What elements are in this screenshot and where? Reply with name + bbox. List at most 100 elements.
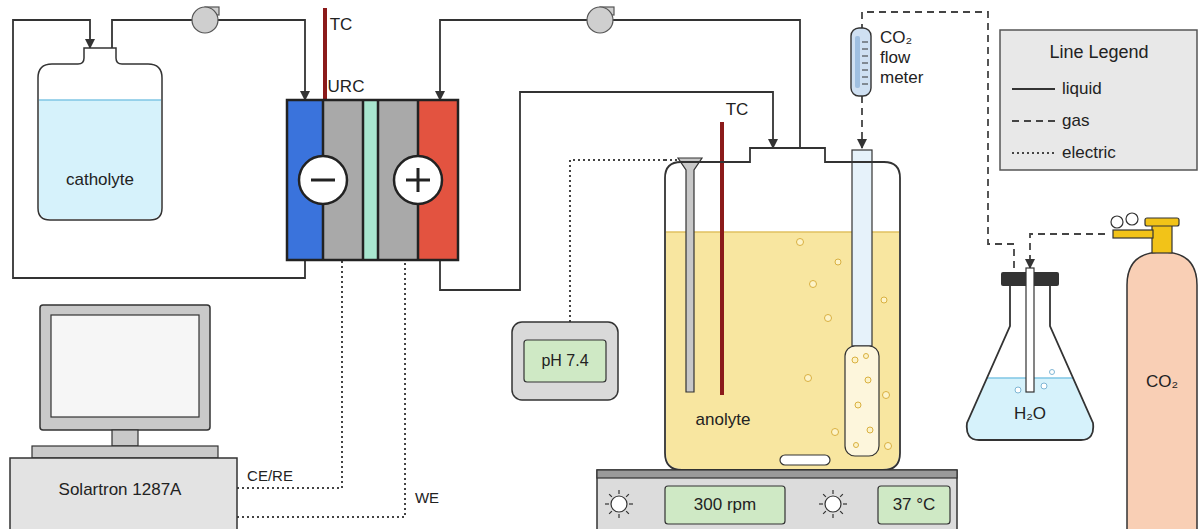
node-label: 300 rpm <box>694 495 756 515</box>
knob-tick <box>823 511 826 514</box>
plate-body <box>597 470 957 529</box>
node-label: catholyte <box>66 170 134 190</box>
ph-meter: pH 7.4 <box>512 322 618 400</box>
thermocouples <box>323 8 327 100</box>
flow-meter-tube <box>851 28 871 96</box>
node-label: CO₂ flow meter <box>880 28 938 88</box>
catholyte-bottle-shape <box>38 48 162 220</box>
knob-tick <box>609 511 612 514</box>
urc-cell: URC <box>287 100 458 260</box>
control-knob <box>611 496 627 512</box>
monitor-frame <box>40 305 210 430</box>
node-label: anolyte <box>696 410 751 430</box>
knob-tick <box>840 511 843 514</box>
legend-entry: liquid <box>1062 79 1102 99</box>
knob-tick <box>823 494 826 497</box>
node-label: URC <box>328 77 365 97</box>
monitor-screen <box>51 315 199 417</box>
stir-bar <box>780 455 830 465</box>
pressure-gauge <box>1126 213 1138 225</box>
legend-panel <box>1000 30 1197 170</box>
legend-sample-dashed <box>1012 120 1055 122</box>
urc-cell-shape <box>287 100 458 260</box>
co2-cylinder: CO₂ <box>1105 210 1200 529</box>
sparger-tube <box>852 150 872 346</box>
pump-body <box>192 7 218 33</box>
cylinder-body <box>1127 252 1197 529</box>
scale-tick <box>862 70 868 71</box>
co2-flow-meter: CO₂ flow meter <box>850 28 872 96</box>
node-label: Solartron 1287A <box>59 480 182 500</box>
connector <box>440 20 800 148</box>
meter-display <box>524 340 606 382</box>
liquid-surface <box>39 99 161 101</box>
ph-probe <box>678 158 702 392</box>
catholyte-liquid <box>39 100 161 219</box>
co2-cylinder-shape <box>1105 210 1200 529</box>
scale-tick <box>862 56 868 57</box>
plate-top <box>597 470 957 478</box>
thermocouple-label: TC <box>726 100 749 120</box>
legend-sample-dotted <box>1012 152 1055 154</box>
vessel-outline <box>665 148 900 470</box>
connector <box>13 20 305 278</box>
flow-meter-bore <box>855 36 860 88</box>
potentiostat-workstation: Solartron 1287A <box>10 305 237 529</box>
knob-tick <box>843 503 847 504</box>
connector <box>237 260 342 488</box>
temperature-display <box>878 486 950 524</box>
sparger-stone <box>845 346 879 456</box>
edge-label: WE <box>413 488 441 508</box>
connector <box>237 260 405 517</box>
minus-symbol <box>311 179 335 182</box>
knob-tick <box>819 503 823 504</box>
knob-tick <box>626 494 629 497</box>
gas-bubbles <box>797 239 892 450</box>
stirrer-hot-plate: 300 rpm37 °C <box>597 470 957 529</box>
knob-tick <box>605 503 609 504</box>
knob-tick <box>626 511 629 514</box>
thermocouple-probe <box>323 8 327 100</box>
bottle-outline <box>38 48 162 220</box>
gas-bubbles <box>1015 370 1055 394</box>
knob-tick <box>618 490 619 494</box>
knob-tick <box>629 503 633 504</box>
monitor-base <box>32 446 218 458</box>
knob-tick <box>832 514 833 518</box>
knob-tick <box>609 494 612 497</box>
minus-terminal <box>299 156 347 204</box>
node-label: pH 7.4 <box>541 351 588 371</box>
instrument-case <box>10 458 237 529</box>
legend-entry: gas <box>1062 111 1089 131</box>
scale-tick <box>862 42 868 43</box>
plus-symbol <box>417 168 420 192</box>
catholyte-bottle: catholyte <box>38 48 162 220</box>
regulator-pipe <box>1113 230 1153 238</box>
pressure-gauge <box>1111 216 1123 228</box>
connector <box>1030 234 1105 268</box>
thermocouple-probe <box>720 122 724 395</box>
knob-tick <box>832 490 833 494</box>
bottle-ground <box>38 48 162 220</box>
control-knob <box>825 496 841 512</box>
node-label: CO₂ <box>1146 372 1178 392</box>
cell-dividers <box>287 100 458 260</box>
vessel-interior <box>665 122 900 470</box>
probe-wire <box>665 159 678 161</box>
valve-handle <box>1145 218 1179 226</box>
connector <box>570 160 665 322</box>
node-label: H₂O <box>1014 404 1046 424</box>
plus-terminal <box>394 156 442 204</box>
knob-tick <box>618 514 619 518</box>
speed-display <box>665 486 785 524</box>
pump-body <box>587 7 613 33</box>
anolyte-vessel: anolyte <box>665 148 900 470</box>
legend-entry: electric <box>1062 143 1116 163</box>
edge-label: CE/RE <box>245 466 295 486</box>
connector <box>861 96 863 148</box>
legend-title: Line Legend <box>1049 42 1148 62</box>
pump <box>192 7 614 33</box>
cylinder-valve <box>1152 225 1172 253</box>
scale-tick <box>862 63 868 64</box>
